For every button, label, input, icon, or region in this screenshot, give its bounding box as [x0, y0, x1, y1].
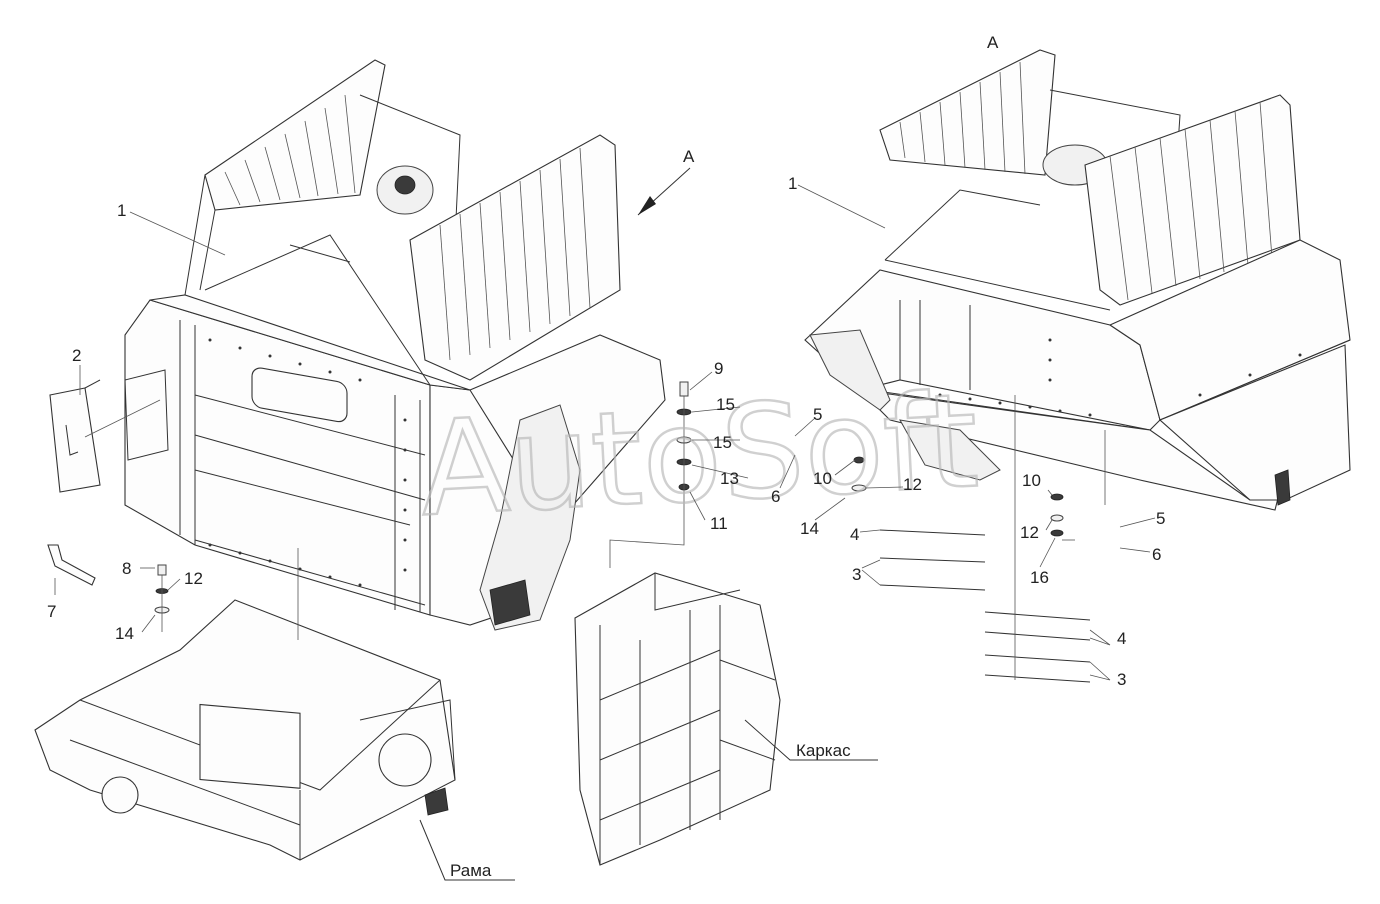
left-cabin-assembly [124, 59, 691, 631]
callout-15a: 15 [716, 395, 735, 414]
right-cabin-assembly [804, 49, 1351, 511]
callout-14-left: 14 [115, 624, 134, 643]
frame-part [34, 548, 456, 861]
callout-9: 9 [714, 359, 723, 378]
fastener-stack-right [851, 395, 1106, 680]
watermark: AutoSoft [416, 365, 982, 546]
callout-7-left: 7 [47, 602, 56, 621]
callout-1-right: 1 [788, 174, 797, 193]
strips-right-upper [879, 529, 986, 591]
callout-2-left: 2 [72, 346, 81, 365]
right-leaders [797, 184, 1156, 681]
callout-12-mid: 12 [903, 475, 922, 494]
callout-5-mid: 5 [813, 405, 822, 424]
callout-10-mid: 10 [813, 469, 832, 488]
left-callouts: 1 2 7 8 12 14 9 15 15 13 11 5 6 10 12 14… [47, 201, 922, 643]
callout-10-right: 10 [1022, 471, 1041, 490]
callout-6-mid: 6 [771, 487, 780, 506]
bracket-part [47, 544, 96, 586]
caption-carcass: Каркас [796, 741, 851, 760]
callout-12-left: 12 [184, 569, 203, 588]
callout-6-right: 6 [1152, 545, 1161, 564]
callout-11: 11 [710, 514, 728, 533]
fastener-stack-left [154, 564, 170, 632]
callout-1-left: 1 [117, 201, 126, 220]
caption-frame-group: Рама [419, 819, 515, 881]
callout-5-right: 5 [1156, 509, 1165, 528]
hatch-cover-part [49, 379, 101, 493]
caption-carcass-group: Каркас [744, 719, 878, 761]
callout-14-mid: 14 [800, 519, 819, 538]
fastener-stack-center [609, 381, 692, 568]
callout-13: 13 [720, 469, 739, 488]
callout-12-right: 12 [1020, 523, 1039, 542]
caption-frame: Рама [450, 861, 492, 880]
view-label-arrow: А [683, 147, 695, 166]
callout-3-mid: 3 [852, 565, 861, 584]
callout-15b: 15 [713, 433, 732, 452]
callout-16-right: 16 [1030, 568, 1049, 587]
strips-right-lower [984, 611, 1091, 683]
callout-8-left: 8 [122, 559, 131, 578]
view-label-top: А [987, 33, 999, 52]
callout-3-right: 3 [1117, 670, 1126, 689]
left-leaders [54, 211, 904, 633]
carcass-part [574, 572, 781, 866]
callout-4-mid: 4 [850, 525, 859, 544]
callout-4-right: 4 [1117, 629, 1126, 648]
right-callouts: 1 10 12 16 5 6 4 3 [788, 174, 1165, 689]
